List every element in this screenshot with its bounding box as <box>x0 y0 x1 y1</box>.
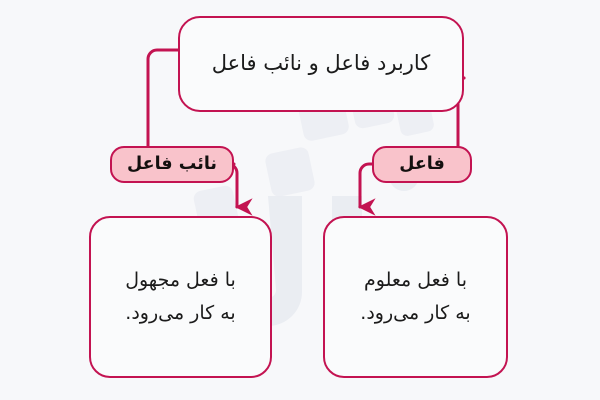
node-branch-naeb-faael: نائب فاعل <box>110 146 234 183</box>
node-branch-faael: فاعل <box>372 146 472 183</box>
node-leaf-faael: با فعل معلوم به کار می‌رود. <box>323 216 508 378</box>
arrow-faael-to-leaf <box>357 162 376 216</box>
node-leaf-faael-text: با فعل معلوم به کار می‌رود. <box>360 269 471 324</box>
node-branch-faael-label: فاعل <box>399 154 445 174</box>
node-leaf-naeb-faael-text: با فعل مجهول به کار می‌رود. <box>125 269 236 324</box>
connector-title-to-naeb-faael <box>146 48 180 148</box>
node-title: کاربرد فاعل و نائب فاعل <box>178 16 464 112</box>
node-title-label: کاربرد فاعل و نائب فاعل <box>211 51 431 76</box>
node-leaf-naeb-faael: با فعل مجهول به کار می‌رود. <box>89 216 272 378</box>
node-branch-naeb-faael-label: نائب فاعل <box>127 154 217 174</box>
